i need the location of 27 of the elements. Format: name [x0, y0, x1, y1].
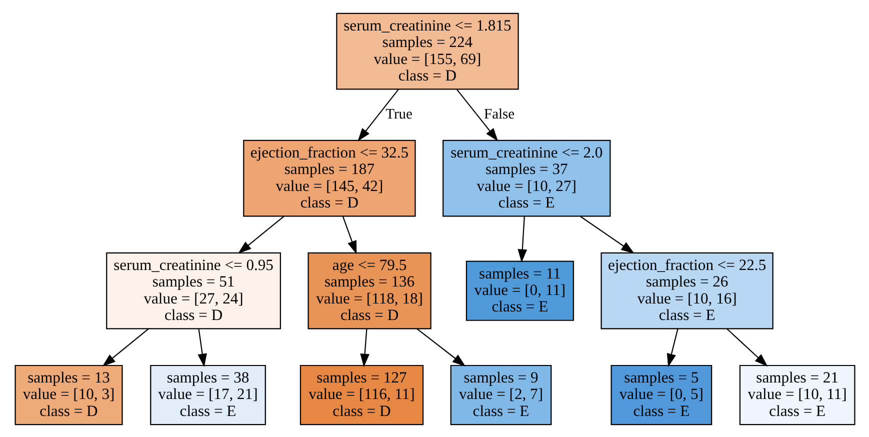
node-box: samples = 38 value = [17, 21] class = E — [150, 364, 266, 425]
arrow — [726, 328, 768, 366]
arrow — [357, 88, 398, 141]
node-box: samples = 11 value = [0, 11] class = E — [465, 260, 574, 320]
arrow — [237, 216, 284, 254]
node-box: serum_creatinine <= 2.0 samples = 37 value = [10, 27] class = E — [442, 139, 610, 216]
node-box: samples = 9 value = [2, 7] class = E — [450, 364, 552, 425]
node-box: samples = 5 value = [0, 5] class = E — [610, 364, 712, 425]
arrow — [517, 216, 527, 262]
node-box: serum_creatinine <= 1.815 samples = 224 value = [155, 69] class = D — [336, 12, 518, 90]
node-box: age <= 79.5 samples = 136 value = [118, 18] class = D — [307, 252, 431, 329]
node-box: samples = 127 value = [116, 11] class = D — [299, 364, 424, 425]
arrow — [102, 328, 148, 366]
edge-label: True — [385, 106, 412, 122]
arrow — [580, 216, 634, 254]
node-box: serum_creatinine <= 0.95 samples = 51 value = [27, 24] class = D — [106, 252, 280, 329]
node-box: ejection_fraction <= 32.5 samples = 187 value = [145, 42] class = D — [242, 139, 416, 216]
node-box: samples = 13 value = [10, 3] class = D — [14, 364, 122, 425]
arrow — [416, 328, 466, 366]
arrow — [456, 88, 498, 141]
edge-label: False — [484, 106, 514, 122]
arrow — [360, 328, 369, 367]
node-box: ejection_fraction <= 22.5 samples = 26 value = [10, 16] class = E — [600, 252, 773, 329]
arrow — [342, 216, 356, 254]
arrow — [666, 328, 678, 367]
arrow — [197, 328, 206, 367]
node-box: samples = 21 value = [10, 11] class = E — [738, 364, 855, 425]
